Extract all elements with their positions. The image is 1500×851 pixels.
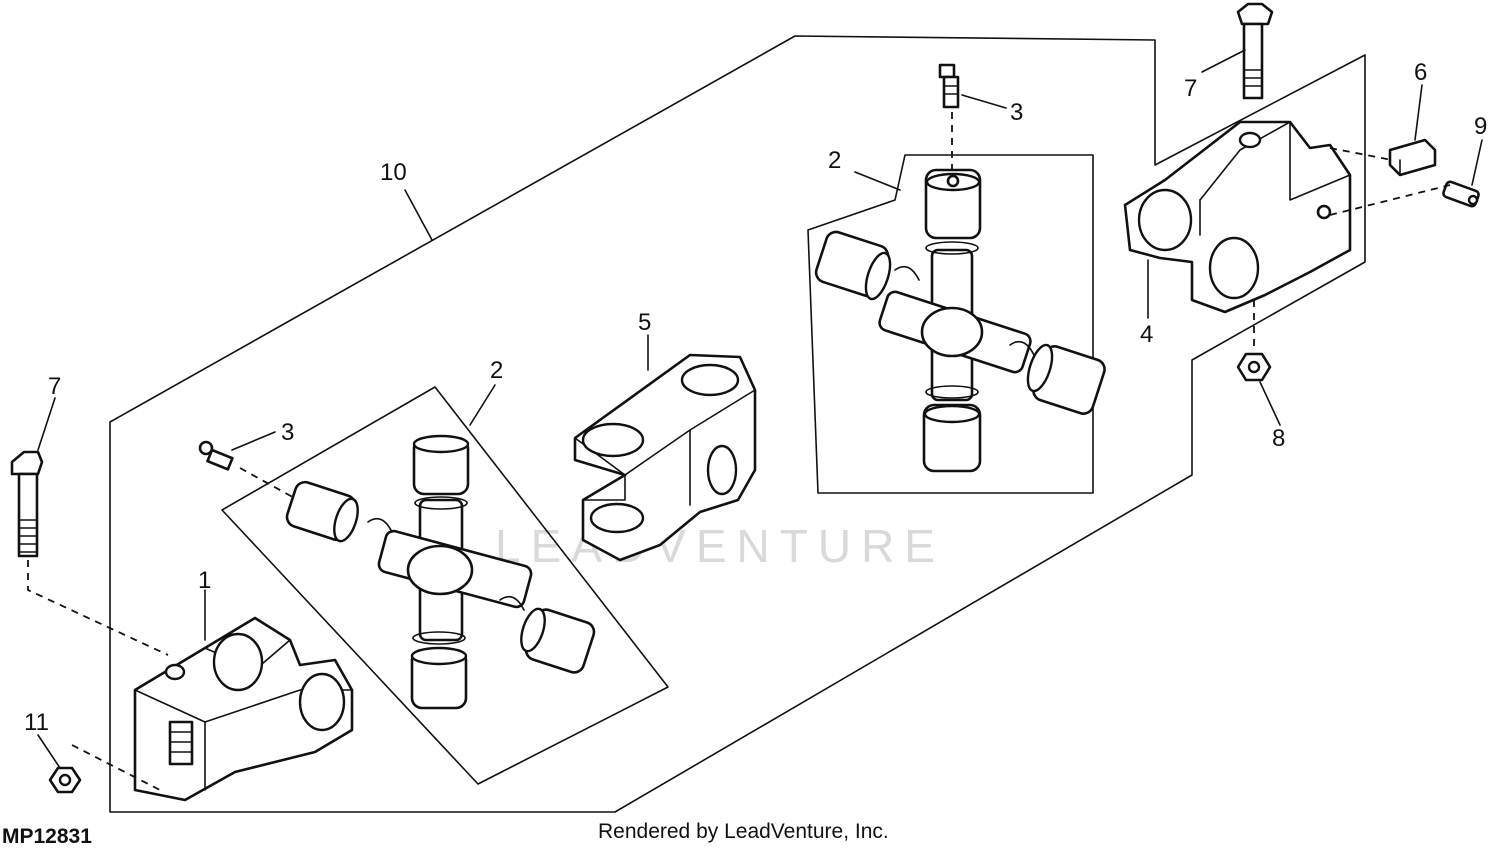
callout-line-7a — [37, 397, 56, 451]
callout-6: 6 — [1414, 59, 1427, 86]
cross-bearing-right — [814, 168, 1106, 473]
nut-left — [48, 766, 82, 794]
callout-1: 1 — [198, 567, 211, 594]
grease-fitting-left — [198, 440, 234, 471]
callout-10: 10 — [380, 159, 407, 186]
callout-8: 8 — [1272, 425, 1285, 452]
nut-right — [1236, 352, 1272, 382]
callout-line-9 — [1471, 139, 1483, 186]
callout-line-11 — [37, 734, 61, 769]
callout-11: 11 — [24, 709, 49, 736]
callout-line-3b — [961, 94, 1007, 109]
yoke-center — [573, 353, 757, 562]
callout-5: 5 — [638, 309, 651, 336]
callout-line-2b — [854, 171, 901, 191]
cross-bearing-left — [285, 434, 596, 710]
leader-nut-left — [71, 744, 161, 791]
callout-line-10 — [404, 189, 433, 241]
key — [1388, 138, 1437, 177]
grease-fitting-right — [938, 63, 960, 109]
leader-fitting-left — [239, 467, 299, 501]
set-screw — [1442, 180, 1480, 208]
figure-id: MP12831 — [2, 825, 92, 848]
leader-key — [1329, 147, 1393, 161]
callout-3-left: 3 — [281, 419, 294, 446]
bolt-right — [1236, 2, 1274, 100]
callout-3-right: 3 — [1010, 99, 1023, 126]
callout-line-6 — [1414, 84, 1423, 141]
callout-9: 9 — [1474, 113, 1487, 140]
callout-2-right: 2 — [828, 147, 841, 174]
leader-bolt-left — [27, 560, 169, 656]
kit-outline-2-right — [807, 154, 1094, 494]
callout-4: 4 — [1140, 321, 1153, 348]
callout-7-left: 7 — [48, 373, 61, 400]
callout-2-left: 2 — [490, 357, 503, 384]
callout-line-8 — [1259, 381, 1281, 426]
bolt-left — [10, 450, 44, 558]
yoke-left — [133, 616, 354, 802]
callout-line-2a — [469, 384, 496, 426]
callout-line-7b — [1201, 49, 1246, 73]
callout-7-right: 7 — [1184, 75, 1197, 102]
assembly-outline-10 — [109, 35, 1366, 813]
footer-credit: Rendered by LeadVenture, Inc. — [598, 820, 889, 843]
callout-line-3a — [231, 431, 276, 451]
watermark-text: LEADVENTURE — [495, 520, 945, 572]
kit-outline-2-left — [221, 386, 669, 785]
yoke-right — [1123, 120, 1352, 314]
